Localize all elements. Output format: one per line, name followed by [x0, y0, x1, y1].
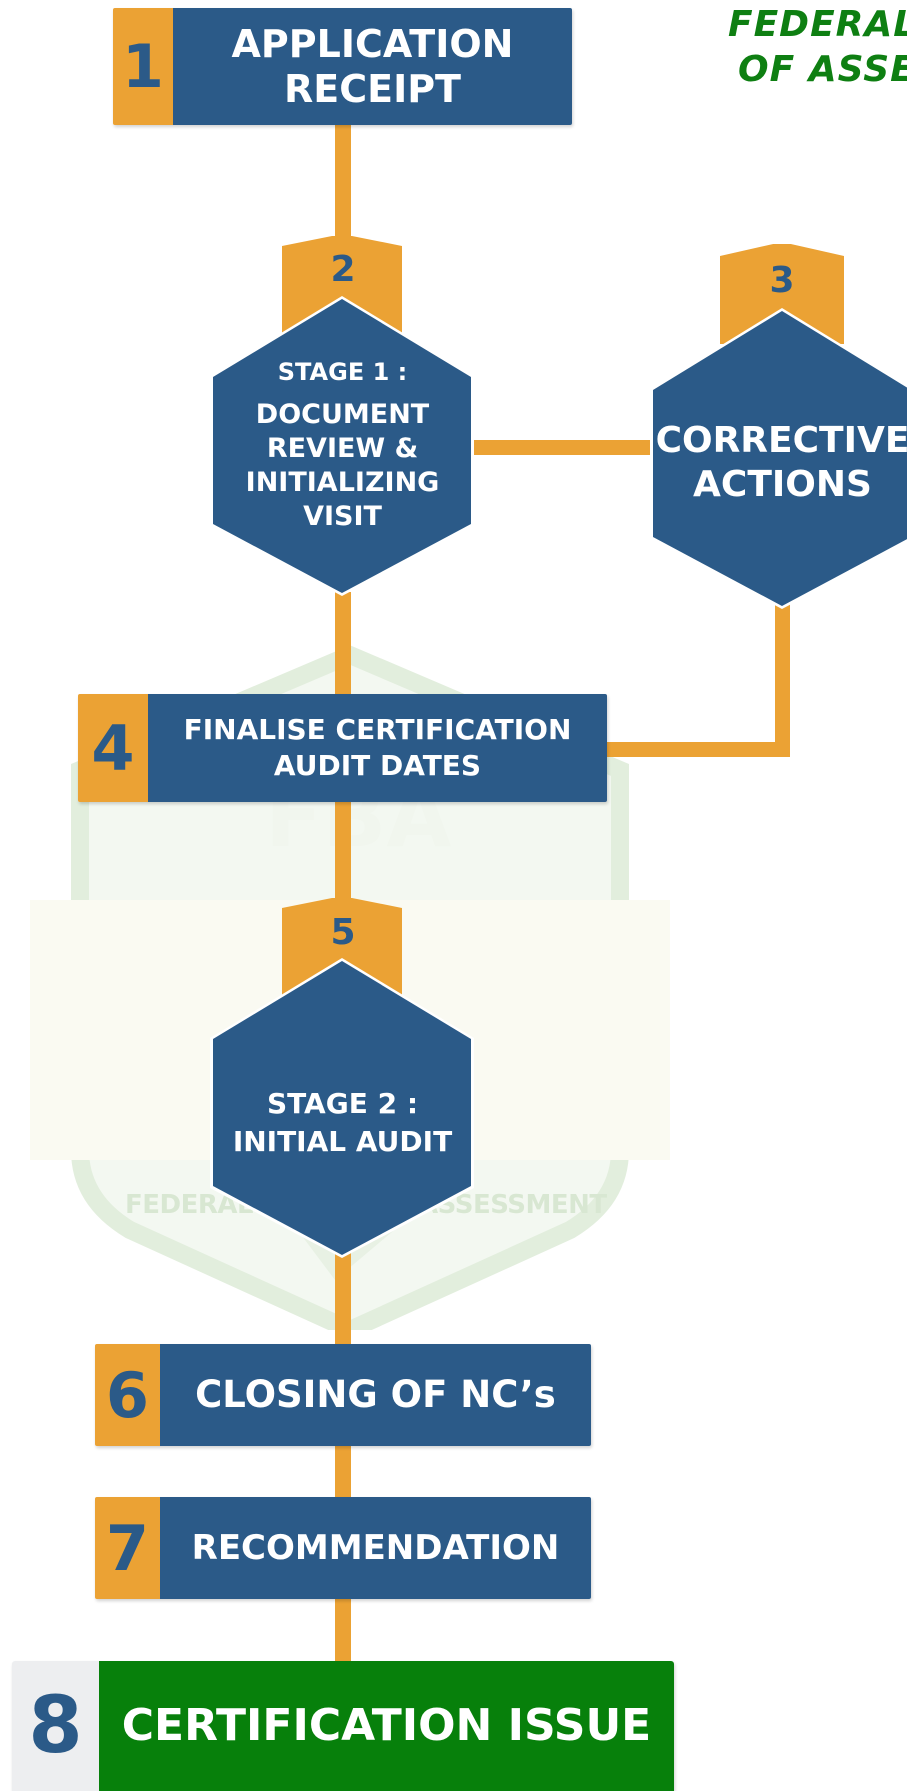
step-2-text: STAGE 1 : DOCUMENT REVIEW & INITIALIZING…	[220, 356, 465, 536]
step-4-label-line1: FINALISE CERTIFICATION	[183, 713, 572, 746]
step-5-text: STAGE 2 : INITIAL AUDIT	[220, 1068, 465, 1178]
step-3-text: CORRECTIVE ACTIONS	[656, 408, 907, 518]
step-3-number: 3	[769, 260, 795, 301]
step-8-label: CERTIFICATION ISSUE	[99, 1661, 674, 1791]
step-6-label: CLOSING OF NC’s	[160, 1344, 591, 1446]
step-2-line2: DOCUMENT	[255, 399, 430, 430]
step-8-certification-issue: 8 CERTIFICATION ISSUE	[12, 1661, 674, 1791]
step-2-hexagon	[210, 236, 474, 596]
step-1-label-line2: RECEIPT	[284, 66, 461, 111]
step-2-number: 2	[330, 249, 356, 290]
step-4-label: FINALISE CERTIFICATION AUDIT DATES	[148, 694, 607, 802]
connector-4-5	[335, 800, 351, 905]
step-1-label: APPLICATION RECEIPT	[173, 8, 572, 125]
step-3-line1: CORRECTIVE	[655, 420, 907, 461]
step-1-application-receipt: 1 APPLICATION RECEIPT	[113, 8, 572, 125]
connector-5-6	[335, 1250, 351, 1346]
connector-3-4	[605, 742, 790, 757]
step-4-finalise-audit-dates: 4 FINALISE CERTIFICATION AUDIT DATES	[78, 694, 607, 802]
step-8-number: 8	[12, 1661, 99, 1791]
connector-6-7	[335, 1444, 351, 1500]
step-3-hexagon	[650, 244, 907, 609]
step-7-label: RECOMMENDATION	[160, 1497, 591, 1599]
step-5-label: INITIAL AUDIT	[232, 1125, 453, 1158]
step-1-number: 1	[113, 8, 173, 125]
step-1-label-line1: APPLICATION	[231, 21, 514, 66]
step-6-number: 6	[95, 1344, 160, 1446]
step-7-recommendation: 7 RECOMMENDATION	[95, 1497, 591, 1599]
step-5-hexagon	[210, 898, 474, 1258]
connector-7-8	[335, 1597, 351, 1663]
step-5-number: 5	[330, 912, 356, 953]
connector-1-2	[335, 124, 351, 238]
step-2-stage: STAGE 1 :	[277, 358, 408, 386]
step-7-number: 7	[95, 1497, 160, 1599]
step-5-stage: STAGE 2 :	[266, 1087, 419, 1120]
step-6-closing-of-ncs: 6 CLOSING OF NC’s	[95, 1344, 591, 1446]
connector-3-down	[775, 600, 790, 757]
connector-2-3	[470, 440, 655, 455]
connector-2-4	[335, 592, 351, 696]
step-2-line4: INITIALIZING	[245, 467, 440, 498]
step-4-number: 4	[78, 694, 148, 802]
step-2-line3: REVIEW &	[266, 433, 419, 464]
org-title-line2: OF ASSE	[738, 49, 907, 90]
step-2-line5: VISIT	[303, 501, 382, 532]
org-title-line1: FEDERAL	[728, 4, 907, 45]
step-4-label-line2: AUDIT DATES	[273, 749, 482, 782]
step-3-line2: ACTIONS	[693, 464, 872, 505]
